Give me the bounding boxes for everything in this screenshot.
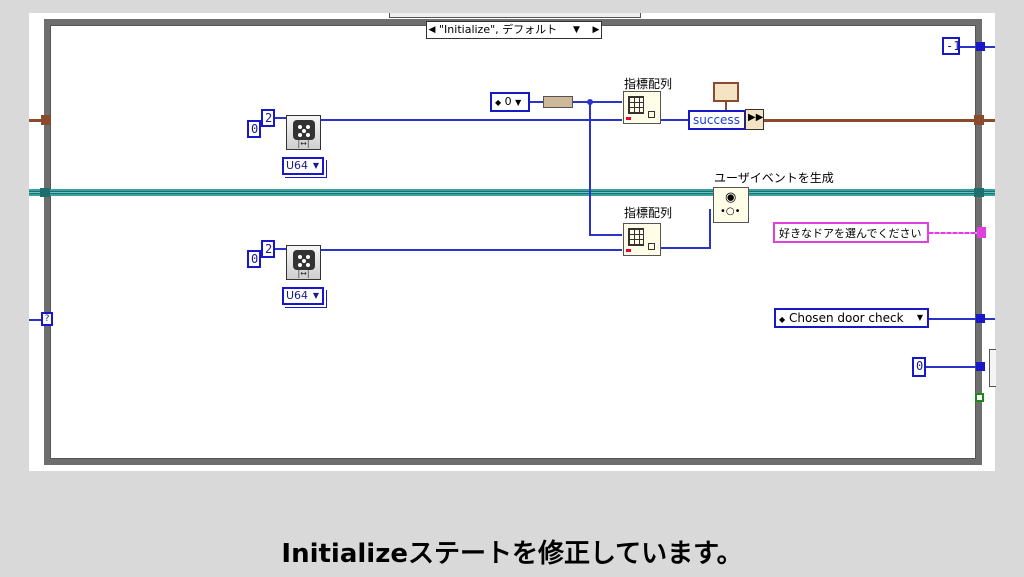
neg-one-tunnel[interactable] <box>976 42 985 51</box>
range-arrows-icon: |↔| <box>297 139 310 148</box>
chevron-down-icon: ▼ <box>312 291 319 300</box>
representation-selector-bottom[interactable]: U64 ▼ <box>282 287 324 305</box>
right-bus-tunnel[interactable] <box>974 188 984 197</box>
case-selector[interactable]: ◀ "Initialize", デフォルト ▼ ▶ <box>426 21 602 39</box>
wire-random-to-index-top[interactable] <box>321 119 622 121</box>
representation-label-top: U64 <box>286 159 309 172</box>
left-cluster-tunnel[interactable] <box>41 115 51 125</box>
chevron-down-icon[interactable]: ▼ <box>573 25 580 35</box>
wire-max-top <box>275 117 287 119</box>
wire-array-to-index-bottom[interactable] <box>589 234 622 236</box>
enum-icon: ◆ <box>779 315 786 324</box>
random-number-node-top[interactable]: |↔| <box>286 115 321 150</box>
min-constant-bottom[interactable]: 0 <box>247 250 261 268</box>
bundle-by-name-node[interactable]: ▶▶ <box>745 109 764 130</box>
range-arrows-icon: |↔| <box>297 269 310 278</box>
chevron-down-icon: ▼ <box>916 313 923 322</box>
wire-junction <box>587 99 593 105</box>
array-element-value: 0 <box>504 95 512 108</box>
wire-state-exit <box>985 318 995 320</box>
build-array-node[interactable] <box>543 96 573 108</box>
decrement-arrow-icon[interactable]: ◀ <box>428 25 436 35</box>
chevron-down-icon: ▼ <box>312 161 319 170</box>
wire-array-branch[interactable] <box>589 101 591 235</box>
array-grid-icon <box>628 228 644 246</box>
right-cluster-wire[interactable] <box>762 119 995 122</box>
index-terminal <box>648 243 655 250</box>
cluster-constant-icon[interactable] <box>713 82 739 102</box>
wire-to-user-event[interactable] <box>709 209 711 249</box>
array-grid-icon <box>628 96 644 114</box>
error-terminal <box>626 249 631 252</box>
index-array-node-top[interactable] <box>623 91 661 124</box>
max-constant-top[interactable]: 2 <box>261 109 275 127</box>
wire-zero-right[interactable] <box>926 366 977 368</box>
wire-string-out[interactable] <box>929 232 979 234</box>
representation-label-bottom: U64 <box>286 289 309 302</box>
neg-one-constant[interactable]: -1 <box>942 37 960 55</box>
dice-icon <box>293 250 315 270</box>
state-enum-value: Chosen door check <box>788 311 904 325</box>
left-bus-tunnel[interactable] <box>40 188 50 197</box>
error-terminal <box>626 117 631 120</box>
right-cluster-tunnel[interactable] <box>974 115 984 125</box>
wire-max-bottom <box>275 248 287 250</box>
wire-random-to-index-bottom[interactable] <box>321 249 622 251</box>
array-element-enum[interactable]: ◆ 0 ▼ <box>490 92 530 112</box>
create-user-event-node[interactable]: ◉ •○• <box>713 187 749 223</box>
dice-icon <box>293 120 315 140</box>
max-constant-bottom[interactable]: 2 <box>261 240 275 258</box>
right-node-edge <box>989 349 996 387</box>
block-diagram-canvas: ◀ "Initialize", デフォルト ▼ ▶ ? 0 2 |↔| U64 … <box>29 13 996 471</box>
reference-wire-bus[interactable] <box>29 189 995 196</box>
wire-index-top-out[interactable] <box>661 119 689 121</box>
index-array-label-top: 指標配列 <box>624 77 673 91</box>
user-event-icon: ◉ <box>725 190 737 205</box>
string-tunnel[interactable] <box>977 227 986 238</box>
wire-index-bottom-out[interactable] <box>661 247 711 249</box>
enum-icon: ◆ <box>495 98 502 107</box>
user-event-label: ユーザイベントを生成 <box>714 171 834 185</box>
wire-array-out[interactable] <box>573 101 622 103</box>
zero-tunnel[interactable] <box>976 362 985 371</box>
increment-arrow-icon[interactable]: ▶ <box>592 25 600 35</box>
state-enum-constant[interactable]: ◆ Chosen door check ▼ <box>774 308 929 328</box>
choose-door-string-constant[interactable]: 好きなドアを選んでください <box>773 222 929 243</box>
index-array-node-bottom[interactable] <box>623 223 661 256</box>
bundle-arrow-icon: ▶▶ <box>748 112 764 123</box>
index-array-label-bottom: 指標配列 <box>624 206 673 220</box>
zero-constant-right[interactable]: 0 <box>912 357 926 377</box>
left-cluster-wire[interactable] <box>29 119 51 122</box>
boolean-tunnel[interactable] <box>975 393 984 402</box>
unknown-tunnel[interactable]: ? <box>41 312 53 326</box>
wire-enum-to-array <box>530 101 544 103</box>
success-string-constant[interactable]: success <box>688 110 746 130</box>
state-tunnel[interactable] <box>976 314 985 323</box>
case-selector-label: "Initialize", デフォルト <box>439 23 558 36</box>
index-terminal <box>648 111 655 118</box>
left-unknown-wire[interactable] <box>29 319 43 321</box>
random-number-node-bottom[interactable]: |↔| <box>286 245 321 280</box>
representation-selector-top[interactable]: U64 ▼ <box>282 157 324 175</box>
wire-state-out[interactable] <box>929 318 977 320</box>
wire-neg-one[interactable] <box>960 46 978 48</box>
chevron-down-icon: ▼ <box>515 98 522 107</box>
wire-neg-one-exit <box>985 46 995 48</box>
caption-text: Initializeステートを修正しています。 <box>281 539 743 569</box>
upper-structure-edge <box>389 13 641 18</box>
wire-cluster-constant <box>725 102 727 112</box>
event-out-icon: •○• <box>720 206 741 217</box>
min-constant-top[interactable]: 0 <box>247 120 261 138</box>
